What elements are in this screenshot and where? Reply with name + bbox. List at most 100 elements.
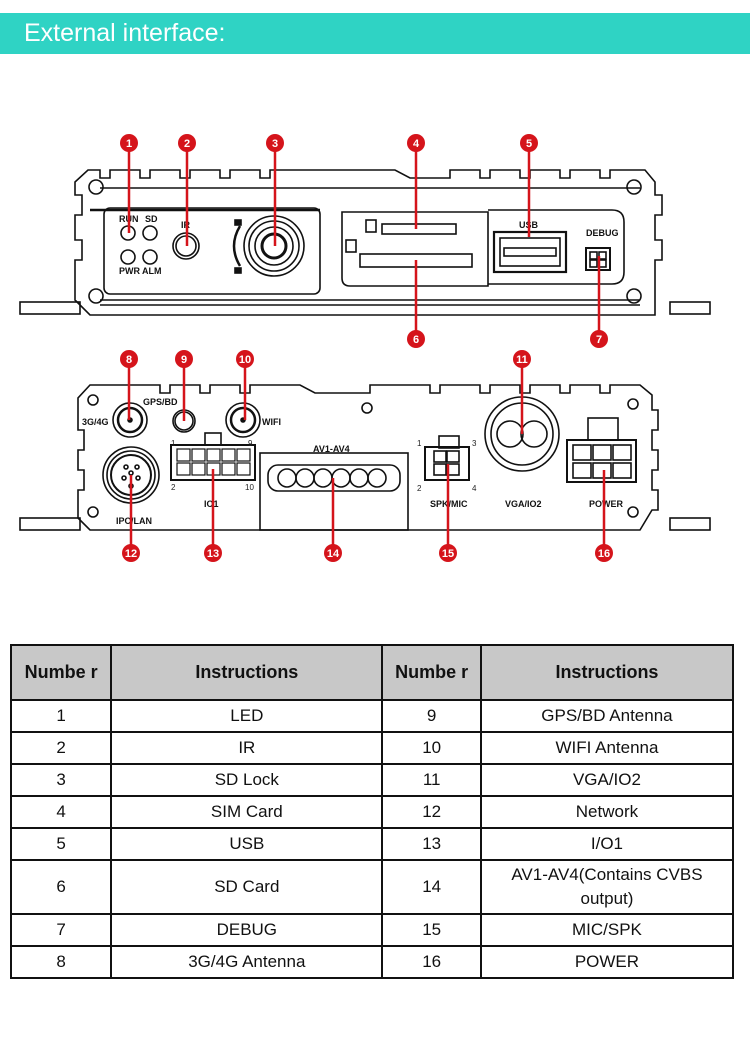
callout-number: 14 [327, 548, 340, 560]
callout-badge [407, 134, 425, 152]
callout-badge [236, 350, 254, 368]
cell-number: 11 [381, 763, 482, 797]
cell-number: 1 [9, 699, 113, 733]
interface-spec-table: Numbe r Instructions Numbe r Instruction… [9, 644, 735, 979]
led-pwr [120, 249, 136, 265]
callout-badge [204, 544, 222, 562]
sd-card-icon [345, 239, 357, 253]
lock-open-icon [234, 267, 242, 274]
callout-number: 1 [126, 138, 132, 150]
cell-number: 15 [381, 913, 482, 947]
callout-number: 3 [272, 138, 278, 150]
io1-pin-2: 2 [171, 483, 176, 492]
io1-pin-9: 9 [248, 439, 253, 448]
front-panel [19, 169, 711, 316]
section-title: External interface: [24, 19, 226, 47]
usb-port [492, 230, 568, 274]
spk-pin-4: 4 [472, 484, 477, 493]
vga-io2-label: VGA/IO2 [505, 499, 542, 509]
callout-badge [324, 544, 342, 562]
gps-bd-label: GPS/BD [143, 397, 178, 407]
front-right-flange [669, 301, 711, 315]
sd-lock [232, 215, 305, 277]
led-sd-label: SD [145, 214, 158, 224]
callout-badge [122, 544, 140, 562]
cell-number: 5 [9, 827, 113, 861]
power-label: POWER [589, 499, 624, 509]
led-sd [142, 225, 158, 241]
cell-number: 12 [381, 795, 482, 829]
header-instructions-1: Instructions [110, 644, 384, 701]
spk-pin-2: 2 [417, 484, 422, 493]
callout-badge [595, 544, 613, 562]
cell-instruction: POWER [479, 945, 735, 979]
callout-number: 2 [184, 138, 190, 150]
cell-number: 6 [9, 859, 113, 915]
cell-number: 7 [9, 913, 113, 947]
cell-instruction: Network [479, 795, 735, 829]
cell-instruction: SD Card [110, 859, 384, 915]
callout-number: 10 [239, 354, 251, 366]
device-interface-diagram: RUN SD PWR ALM IR USB DEBUG 3G/4G GPS/BD… [19, 134, 711, 562]
rear-right-flange [669, 517, 711, 531]
cell-number: 2 [9, 731, 113, 765]
cell-number: 8 [9, 945, 113, 979]
sim-card-icon [365, 219, 377, 233]
cell-instruction: GPS/BD Antenna [479, 699, 735, 733]
callout-badge [513, 350, 531, 368]
callout-number: 11 [516, 354, 528, 366]
cell-instruction: LED [110, 699, 384, 733]
cell-instruction: WIFI Antenna [479, 731, 735, 765]
cell-number: 14 [381, 859, 482, 915]
header-number-1: Numbe r [9, 644, 113, 701]
section-header-banner: External interface: [0, 13, 750, 54]
callout-badge [520, 134, 538, 152]
callout-badge [407, 330, 425, 348]
callout-number: 8 [126, 354, 132, 366]
callout-number: 7 [596, 334, 602, 346]
av-label: AV1-AV4 [313, 444, 350, 454]
cell-instruction: SD Lock [110, 763, 384, 797]
callout-number: 4 [413, 138, 420, 150]
cell-instruction: DEBUG [110, 913, 384, 947]
callout-number: 6 [413, 334, 419, 346]
callout-number: 16 [598, 548, 610, 560]
table-header-row: Numbe r Instructions Numbe r Instruction… [9, 644, 735, 701]
lock-closed-icon [234, 219, 242, 226]
front-left-flange [19, 301, 81, 315]
callout-number: 5 [526, 138, 532, 150]
led-alm-label: ALM [142, 266, 162, 276]
cell-number: 3 [9, 763, 113, 797]
callout-badge [590, 330, 608, 348]
cell-instruction: SIM Card [110, 795, 384, 829]
cell-number: 10 [381, 731, 482, 765]
io1-pin-1: 1 [171, 439, 176, 448]
cell-instruction: VGA/IO2 [479, 763, 735, 797]
cell-instruction: MIC/SPK [479, 913, 735, 947]
debug-label: DEBUG [586, 228, 619, 238]
callout-badge [178, 134, 196, 152]
cell-instruction: AV1-AV4(Contains CVBS output) [479, 859, 735, 915]
antenna-wifi-connector [225, 402, 261, 438]
cell-instruction: 3G/4G Antenna [110, 945, 384, 979]
callout-badge [120, 350, 138, 368]
cell-instruction: I/O1 [479, 827, 735, 861]
cell-number: 9 [381, 699, 482, 733]
header-number-2: Numbe r [381, 644, 482, 701]
callout-number: 9 [181, 354, 187, 366]
rear-left-flange [19, 517, 81, 531]
cell-instruction: IR [110, 731, 384, 765]
cell-number: 4 [9, 795, 113, 829]
spk-pin-3: 3 [472, 439, 477, 448]
wifi-label: WIFI [262, 417, 281, 427]
callout-badge [266, 134, 284, 152]
ipc-lan-label: IPC/LAN [116, 516, 152, 526]
cell-number: 13 [381, 827, 482, 861]
